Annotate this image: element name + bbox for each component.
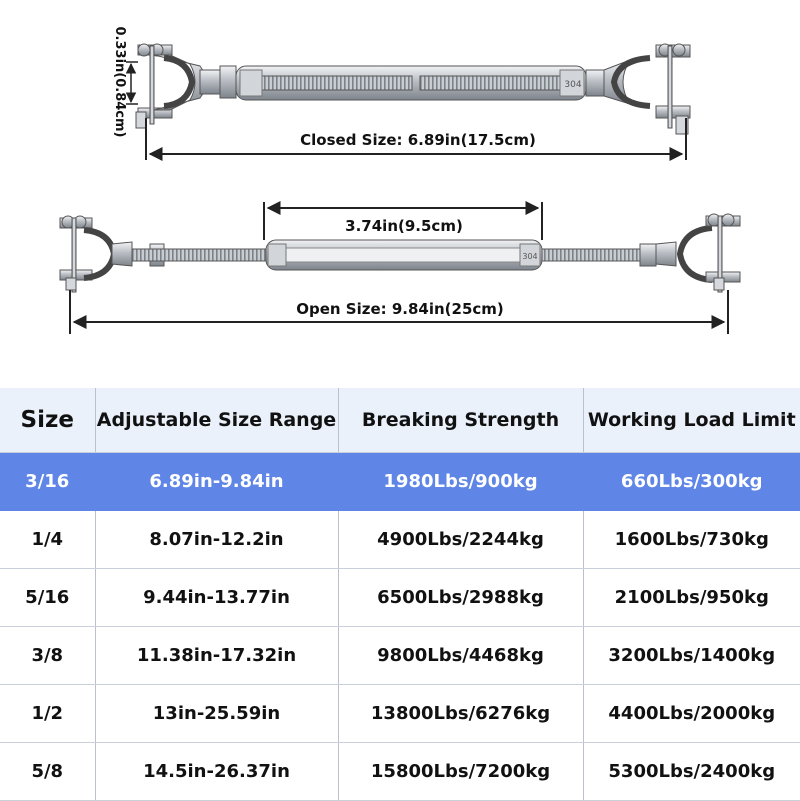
table-header-row: Size Adjustable Size Range Breaking Stre… xyxy=(0,388,800,453)
col-header-breaking-strength: Breaking Strength xyxy=(338,388,584,453)
cell-breaking-strength: 4900Lbs/2244kg xyxy=(338,510,584,569)
cell-size: 1/4 xyxy=(0,510,96,569)
cell-breaking-strength: 13800Lbs/6276kg xyxy=(338,684,584,743)
open-right-jaw xyxy=(639,213,741,293)
cell-working-load-limit: 660Lbs/300kg xyxy=(583,452,800,511)
col-header-size: Size xyxy=(0,388,96,453)
cell-size: 5/8 xyxy=(0,742,96,801)
cell-working-load-limit: 3200Lbs/1400kg xyxy=(583,626,800,685)
cell-size-range: 6.89in-9.84in xyxy=(95,452,339,511)
table-row: 3/16 6.89in-9.84in 1980Lbs/900kg 660Lbs/… xyxy=(0,452,800,511)
open-body: 304 xyxy=(265,239,543,271)
body-length-label: 3.74in(9.5cm) xyxy=(345,217,463,235)
jaw-width-label: 0.33in(0.84cm) xyxy=(112,27,127,138)
cell-size: 5/16 xyxy=(0,568,96,627)
cell-size: 3/16 xyxy=(0,452,96,511)
cell-size-range: 8.07in-12.2in xyxy=(95,510,339,569)
cell-working-load-limit: 4400Lbs/2000kg xyxy=(583,684,800,743)
cell-breaking-strength: 6500Lbs/2988kg xyxy=(338,568,584,627)
cell-size: 1/2 xyxy=(0,684,96,743)
cell-size-range: 9.44in-13.77in xyxy=(95,568,339,627)
table-row: 3/8 11.38in-17.32in 9800Lbs/4468kg 3200L… xyxy=(0,626,800,685)
cell-size: 3/8 xyxy=(0,626,96,685)
cell-size-range: 14.5in-26.37in xyxy=(95,742,339,801)
open-size-label: Open Size: 9.84in(25cm) xyxy=(296,300,504,318)
table-row: 5/16 9.44in-13.77in 6500Lbs/2988kg 2100L… xyxy=(0,568,800,627)
cell-working-load-limit: 2100Lbs/950kg xyxy=(583,568,800,627)
right-jaw xyxy=(585,43,691,135)
turnbuckle-diagram: 304 Closed Size: 6.89in(17.5cm) 0.33in(0… xyxy=(59,27,741,334)
cell-working-load-limit: 1600Lbs/730kg xyxy=(583,510,800,569)
cell-breaking-strength: 1980Lbs/900kg xyxy=(338,452,584,511)
cell-size-range: 13in-25.59in xyxy=(95,684,339,743)
col-header-size-range: Adjustable Size Range xyxy=(95,388,339,453)
spec-table: Size Adjustable Size Range Breaking Stre… xyxy=(0,388,800,801)
left-jaw xyxy=(135,43,237,129)
cell-breaking-strength: 9800Lbs/4468kg xyxy=(338,626,584,685)
cell-working-load-limit: 5300Lbs/2400kg xyxy=(583,742,800,801)
col-header-working-load-limit: Working Load Limit xyxy=(583,388,800,453)
table-row: 5/8 14.5in-26.37in 15800Lbs/7200kg 5300L… xyxy=(0,742,800,801)
open-stamp-text: 304 xyxy=(522,252,537,261)
open-turnbuckle: 304 3.74in(9.5cm) Open Size: 9.84in(25cm… xyxy=(59,201,741,334)
cell-breaking-strength: 15800Lbs/7200kg xyxy=(338,742,584,801)
cell-size-range: 11.38in-17.32in xyxy=(95,626,339,685)
closed-size-label: Closed Size: 6.89in(17.5cm) xyxy=(300,131,536,149)
table-row: 1/2 13in-25.59in 13800Lbs/6276kg 4400Lbs… xyxy=(0,684,800,743)
table-row: 1/4 8.07in-12.2in 4900Lbs/2244kg 1600Lbs… xyxy=(0,510,800,569)
closed-turnbuckle: 304 Closed Size: 6.89in(17.5cm) 0.33in(0… xyxy=(112,27,691,161)
stamp-text: 304 xyxy=(564,80,581,90)
closed-body: 304 xyxy=(235,65,587,101)
